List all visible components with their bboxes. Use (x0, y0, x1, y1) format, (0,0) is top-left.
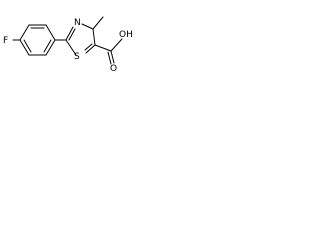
chemical-structure-figure: F N S OH O (0, 0, 164, 72)
bond-carbonyl-2 (107, 51, 112, 65)
bond-hydroxyl (110, 38, 123, 52)
benzene-ring (19, 24, 56, 56)
bond-carbonyl (110, 50, 115, 64)
bond-ring-carboxyl (94, 44, 112, 52)
bond-methyl (92, 16, 104, 30)
atom-label-sulfur: S (74, 52, 80, 62)
bonds (12, 16, 123, 65)
thiazole-ring (65, 23, 96, 56)
atom-labels: F N S OH O (3, 18, 133, 72)
atom-label-fluorine: F (3, 36, 8, 46)
atom-label-hydroxyl: OH (119, 30, 133, 40)
atom-label-carbonyl-oxygen: O (110, 64, 117, 72)
atom-label-nitrogen: N (74, 18, 81, 28)
molecule-drawing: F N S OH O (3, 16, 133, 72)
